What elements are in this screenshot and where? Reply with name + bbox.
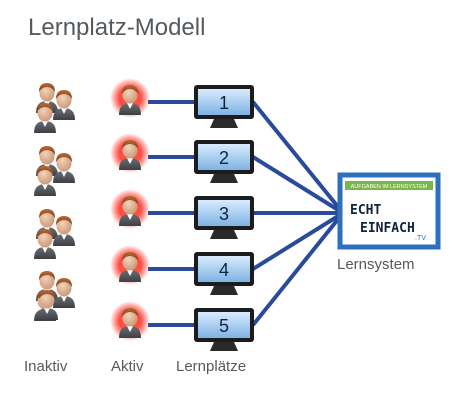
label-lernsystem: Lernsystem: [337, 256, 415, 273]
workstation-2: 2: [194, 140, 254, 183]
workstation-number-1: 1: [219, 93, 229, 113]
diagram-title: Lernplatz-Modell: [28, 14, 206, 41]
active-person-5: [110, 301, 150, 341]
label-aktiv: Aktiv: [111, 358, 144, 375]
workstation-number-5: 5: [219, 316, 229, 336]
inactive-group-2: [34, 146, 75, 196]
logo-header-text: AUFGABEN IM LERNSYSTEM: [351, 184, 428, 190]
inactive-group-1: [34, 83, 75, 133]
connector-system-4: [251, 211, 345, 271]
logo-suffix: .TV: [415, 235, 426, 242]
workstation-1: 1: [194, 85, 254, 128]
workstation-number-4: 4: [219, 260, 229, 280]
workstation-number-2: 2: [219, 148, 229, 168]
active-person-3: [110, 189, 150, 229]
active-person-2: [110, 133, 150, 173]
workstation-5: 5: [194, 308, 254, 351]
connector-system-2: [251, 155, 345, 215]
connector-system-1: [251, 100, 345, 215]
lernsystem-logo: AUFGABEN IM LERNSYSTEM ECHT EINFACH .TV: [337, 172, 441, 250]
label-inaktiv: Inaktiv: [24, 358, 68, 375]
inactive-group-3: [34, 209, 75, 259]
active-person-1: [110, 78, 150, 118]
active-person-4: [110, 245, 150, 285]
workstation-number-3: 3: [219, 204, 229, 224]
workstation-3: 3: [194, 196, 254, 239]
connector-lines: [148, 100, 345, 327]
logo-line-1: ECHT: [350, 203, 381, 218]
workstation-4: 4: [194, 252, 254, 295]
logo-line-2: EINFACH: [360, 221, 415, 236]
label-lernplaetze: Lernplätze: [176, 358, 247, 375]
connector-system-5: [251, 211, 345, 327]
